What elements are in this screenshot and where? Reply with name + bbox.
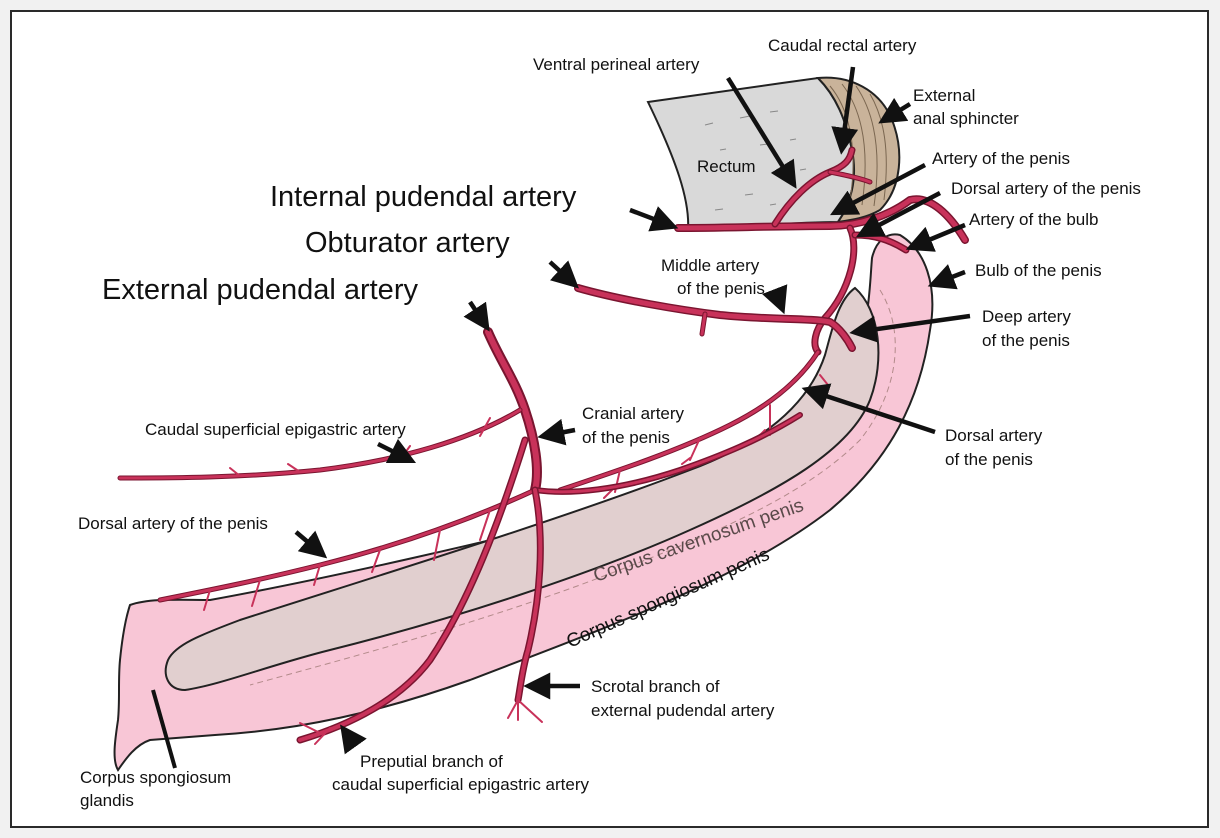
label-bulb-of-the-penis: Bulb of the penis bbox=[975, 261, 1102, 280]
label-artery-of-the-bulb: Artery of the bulb bbox=[969, 210, 1098, 229]
label-dorsal-artery-left: Dorsal artery of the penis bbox=[78, 514, 268, 533]
label-corpus-spongiosum-glandis-line1: Corpus spongiosum bbox=[80, 768, 231, 787]
label-deep-artery-line1: Deep artery bbox=[982, 307, 1071, 326]
label-ventral-perineal-artery: Ventral perineal artery bbox=[533, 55, 700, 74]
urethra-line bbox=[249, 289, 896, 686]
glandis-leader-line bbox=[151, 689, 177, 769]
label-external-pudendal-artery: External pudendal artery bbox=[102, 274, 418, 306]
label-middle-artery-line2: of the penis bbox=[677, 279, 765, 298]
label-artery-of-the-penis: Artery of the penis bbox=[932, 149, 1070, 168]
label-scrotal-branch-line2: external pudendal artery bbox=[591, 701, 775, 720]
label-cranial-artery-line1: Cranial artery bbox=[582, 404, 685, 423]
external-pudendal-artery bbox=[483, 327, 542, 495]
label-external-anal-sphincter-line1: External bbox=[913, 86, 975, 105]
label-cranial-artery-line2: of the penis bbox=[582, 428, 670, 447]
label-dorsal-artery-right-line1: Dorsal artery bbox=[945, 426, 1043, 445]
corpus-spongiosum-shape bbox=[113, 233, 934, 772]
label-dorsal-artery-right-line2: of the penis bbox=[945, 450, 1033, 469]
dorsal-artery-left-twigs bbox=[203, 509, 491, 611]
label-obturator-artery: Obturator artery bbox=[305, 227, 510, 259]
rectum-shape bbox=[646, 76, 856, 232]
label-preputial-branch-line1: Preputial branch of bbox=[360, 752, 503, 771]
label-deep-artery-line2: of the penis bbox=[982, 331, 1070, 350]
label-dorsal-artery-of-the-penis-top: Dorsal artery of the penis bbox=[951, 179, 1141, 198]
label-middle-artery-line1: Middle artery bbox=[661, 256, 760, 275]
label-rectum: Rectum bbox=[697, 157, 756, 176]
label-preputial-branch-line2: caudal superficial epigastric artery bbox=[332, 775, 590, 794]
rectum-texture bbox=[704, 110, 807, 211]
label-caudal-rectal-artery: Caudal rectal artery bbox=[768, 36, 917, 55]
leader-arrows bbox=[151, 66, 971, 769]
label-external-anal-sphincter-line2: anal sphincter bbox=[913, 109, 1019, 128]
label-caudal-superficial-epigastric-artery: Caudal superficial epigastric artery bbox=[145, 420, 406, 439]
label-internal-pudendal-artery: Internal pudendal artery bbox=[270, 181, 577, 213]
label-corpus-spongiosum-glandis-line2: glandis bbox=[80, 791, 134, 810]
label-scrotal-branch-line1: Scrotal branch of bbox=[591, 677, 720, 696]
